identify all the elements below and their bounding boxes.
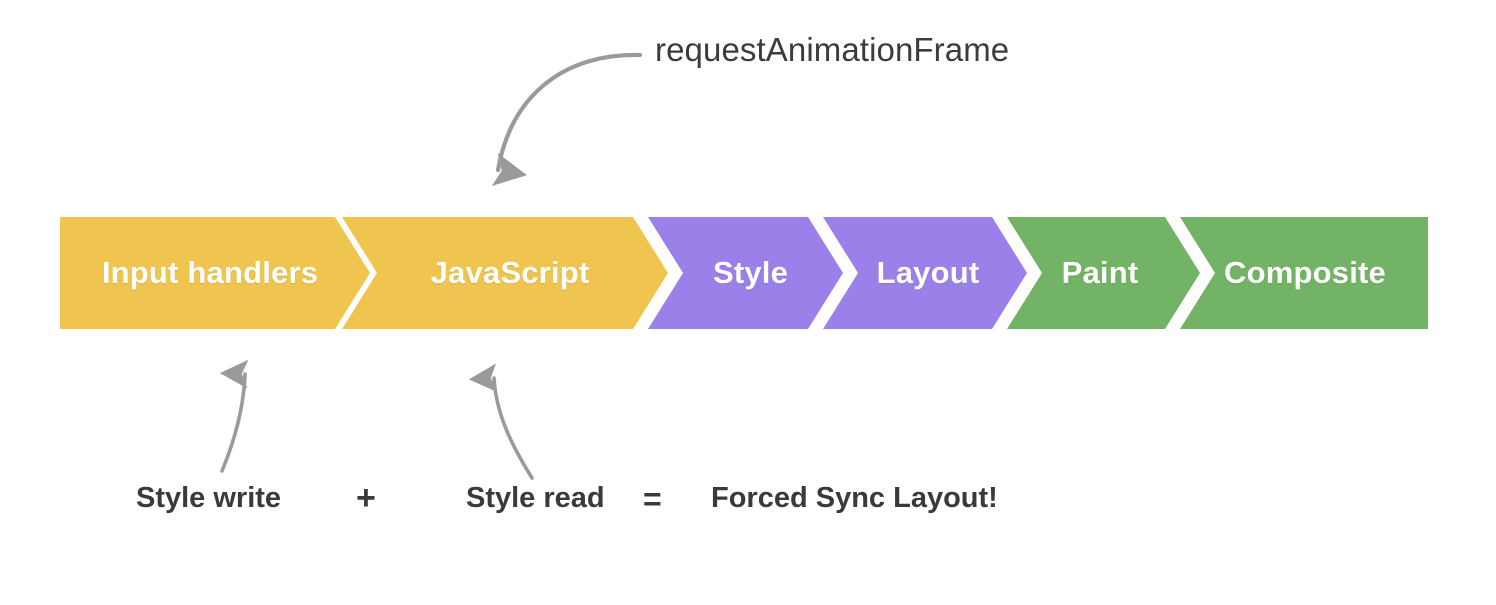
rendering-pipeline-bar: Input handlers JavaScript Style Layout P… <box>60 217 1428 329</box>
formula-term-style-write: Style write <box>136 482 282 514</box>
request-animation-frame-label: requestAnimationFrame <box>655 31 1010 68</box>
formula-plus-operator: + <box>356 479 376 517</box>
formula-term-style-read: Style read <box>466 482 605 514</box>
formula-result-forced-sync-layout: Forced Sync Layout! <box>711 482 998 514</box>
style-write-arrow-icon <box>219 359 249 473</box>
pipeline-segment-javascript[interactable] <box>342 217 668 329</box>
pipeline-segment-input-handlers[interactable] <box>60 217 370 329</box>
style-read-arrow-icon <box>468 363 534 480</box>
pipeline-segment-composite[interactable] <box>1180 217 1428 329</box>
pipeline-segment-layout[interactable] <box>823 217 1027 329</box>
raf-arrow-icon <box>491 52 643 186</box>
pipeline-segment-style[interactable] <box>648 217 843 329</box>
pipeline-segment-paint[interactable] <box>1007 217 1200 329</box>
formula-equals-operator: = <box>643 481 662 517</box>
